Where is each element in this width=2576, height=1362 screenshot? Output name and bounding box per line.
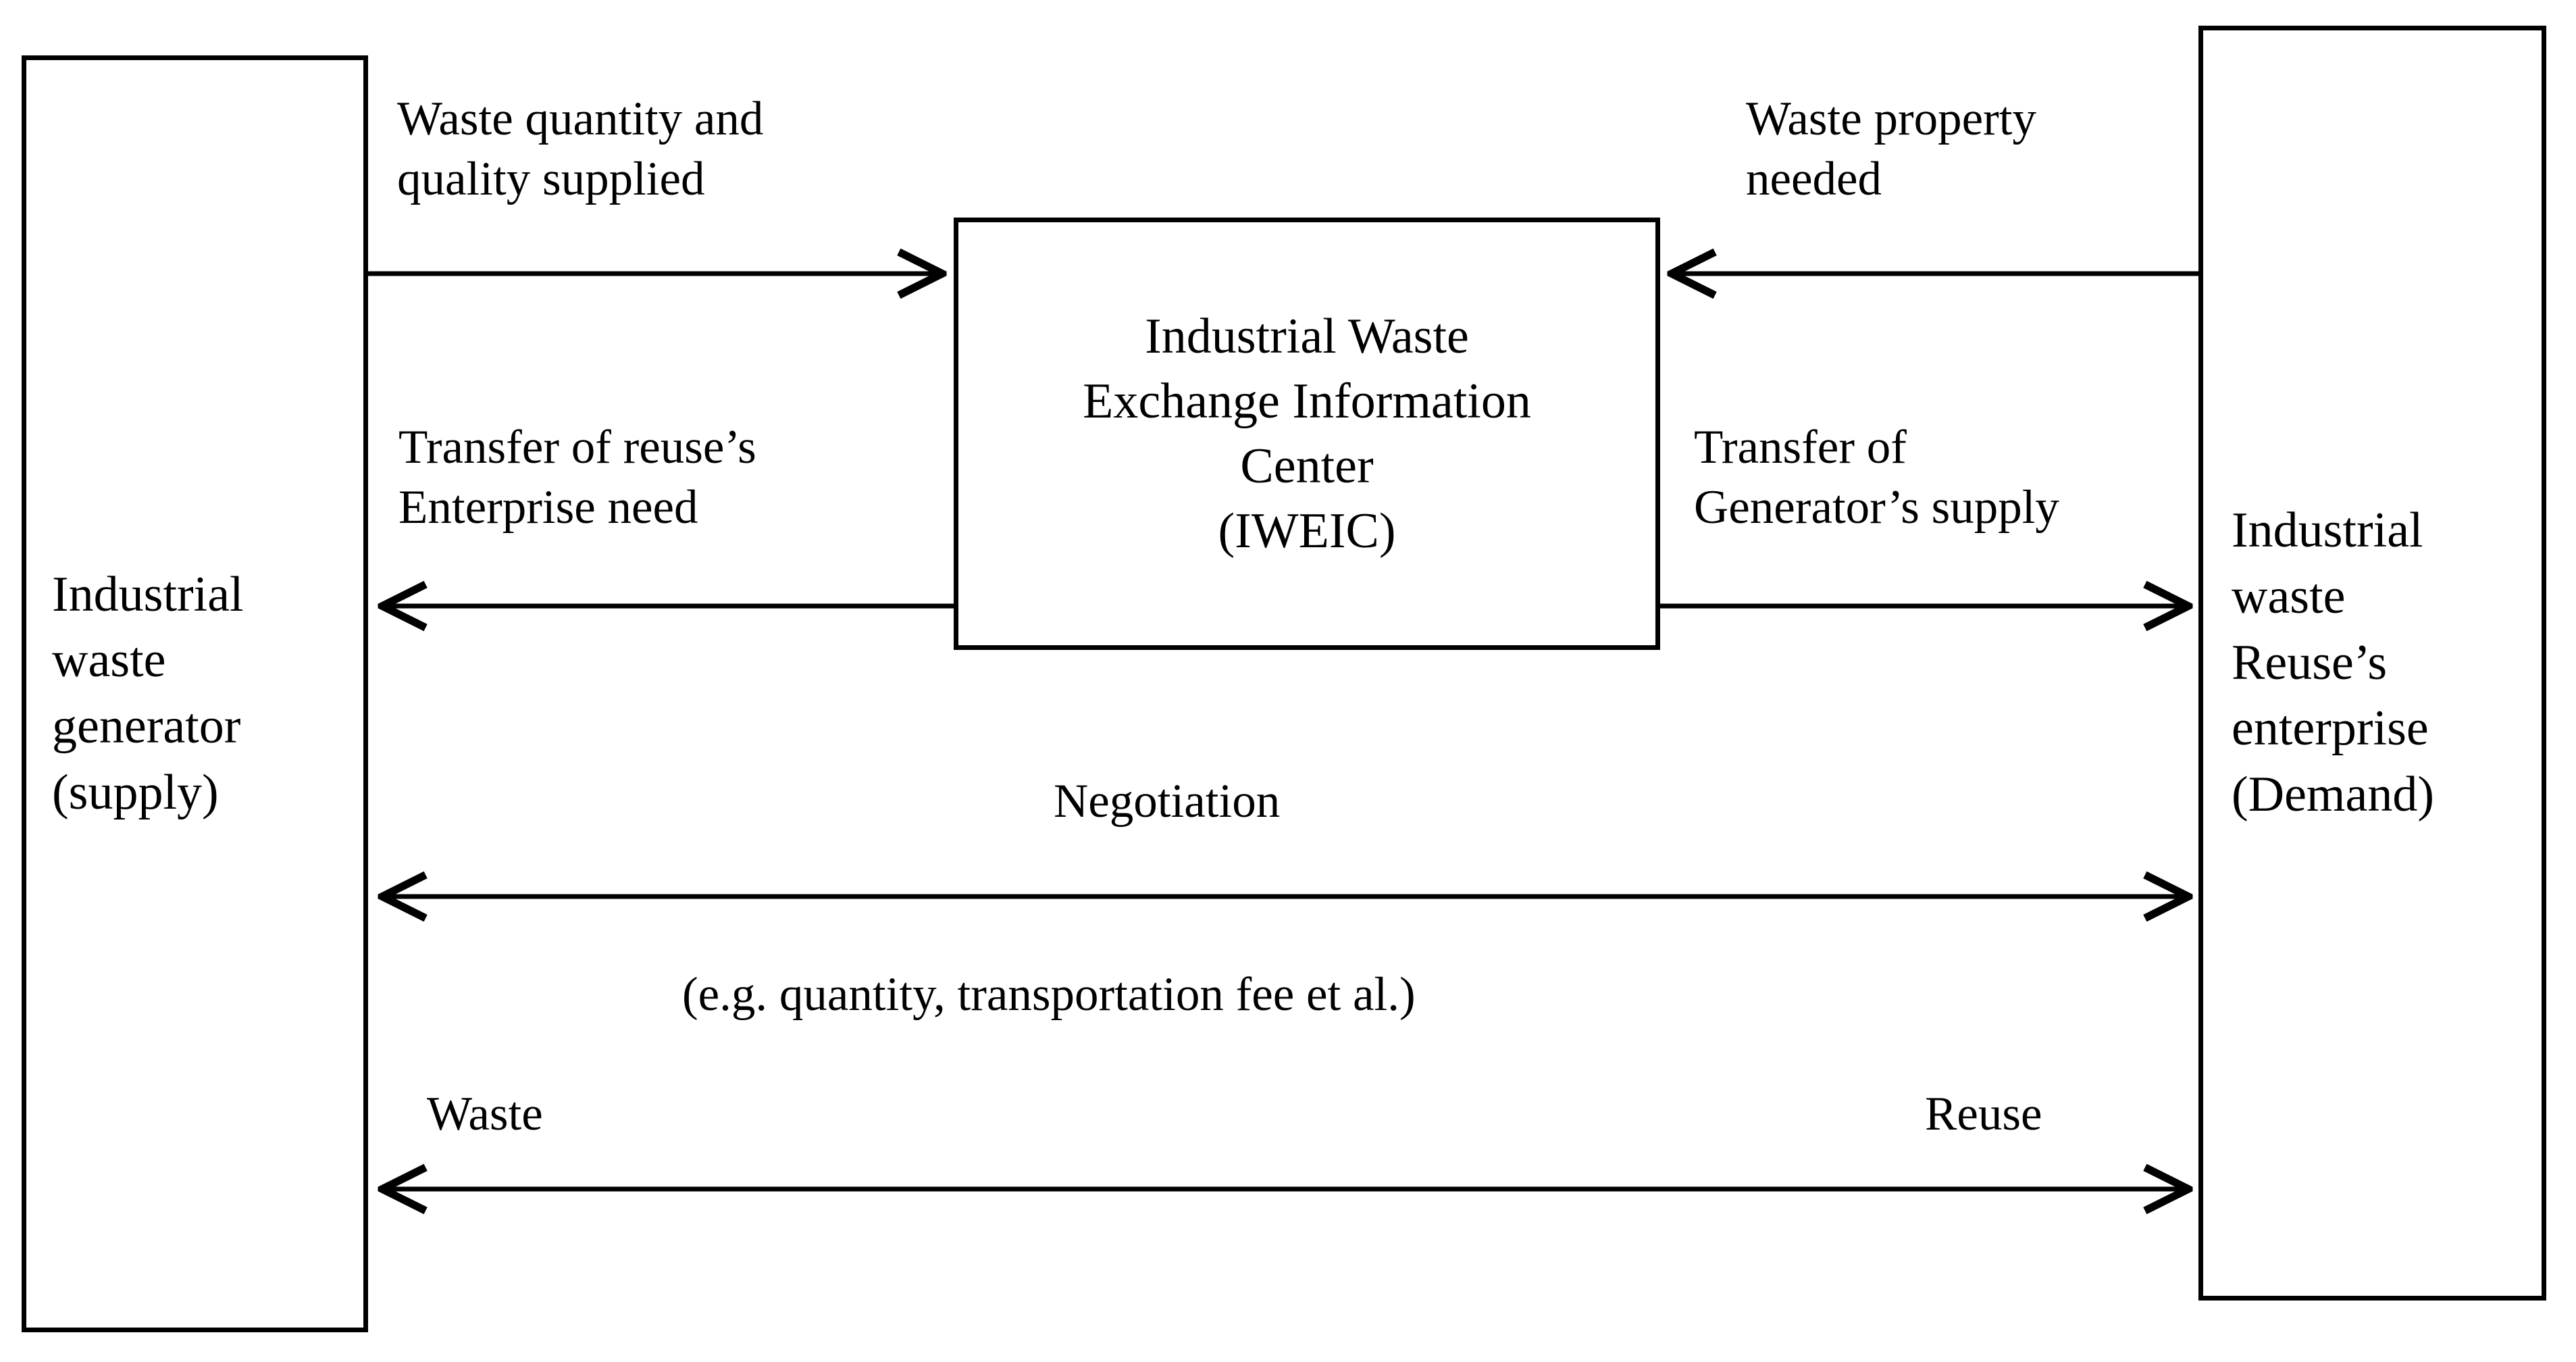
node-industrial-waste-generator[interactable]: Industrial waste generator (supply) — [22, 55, 368, 1332]
edge-label-waste-property-needed: Waste property needed — [1746, 93, 2036, 206]
edge-label-waste: Waste — [427, 1088, 543, 1140]
node-reuse-label: Industrial waste Reuse’s enterprise (Dem… — [2232, 503, 2434, 822]
edge-label-negotiation-detail: (e.g. quantity, transportation fee et al… — [682, 968, 1416, 1021]
edge-label-transfer-generator-supply: Transfer of Generator’s supply — [1694, 421, 2059, 534]
node-iweic[interactable]: Industrial Waste Exchange Information Ce… — [954, 218, 1660, 650]
edge-label-negotiation: Negotiation — [1054, 775, 1281, 828]
edge-label-waste-quantity-supplied: Waste quantity and quality supplied — [397, 93, 764, 206]
edge-label-transfer-reuse-need: Transfer of reuse’s Enterprise need — [398, 421, 756, 534]
node-industrial-waste-reuse-enterprise[interactable]: Industrial waste Reuse’s enterprise (Dem… — [2198, 26, 2546, 1301]
node-iweic-label: Industrial Waste Exchange Information Ce… — [1083, 308, 1531, 559]
edge-label-reuse: Reuse — [1925, 1088, 2042, 1140]
node-generator-label: Industrial waste generator (supply) — [52, 566, 244, 820]
